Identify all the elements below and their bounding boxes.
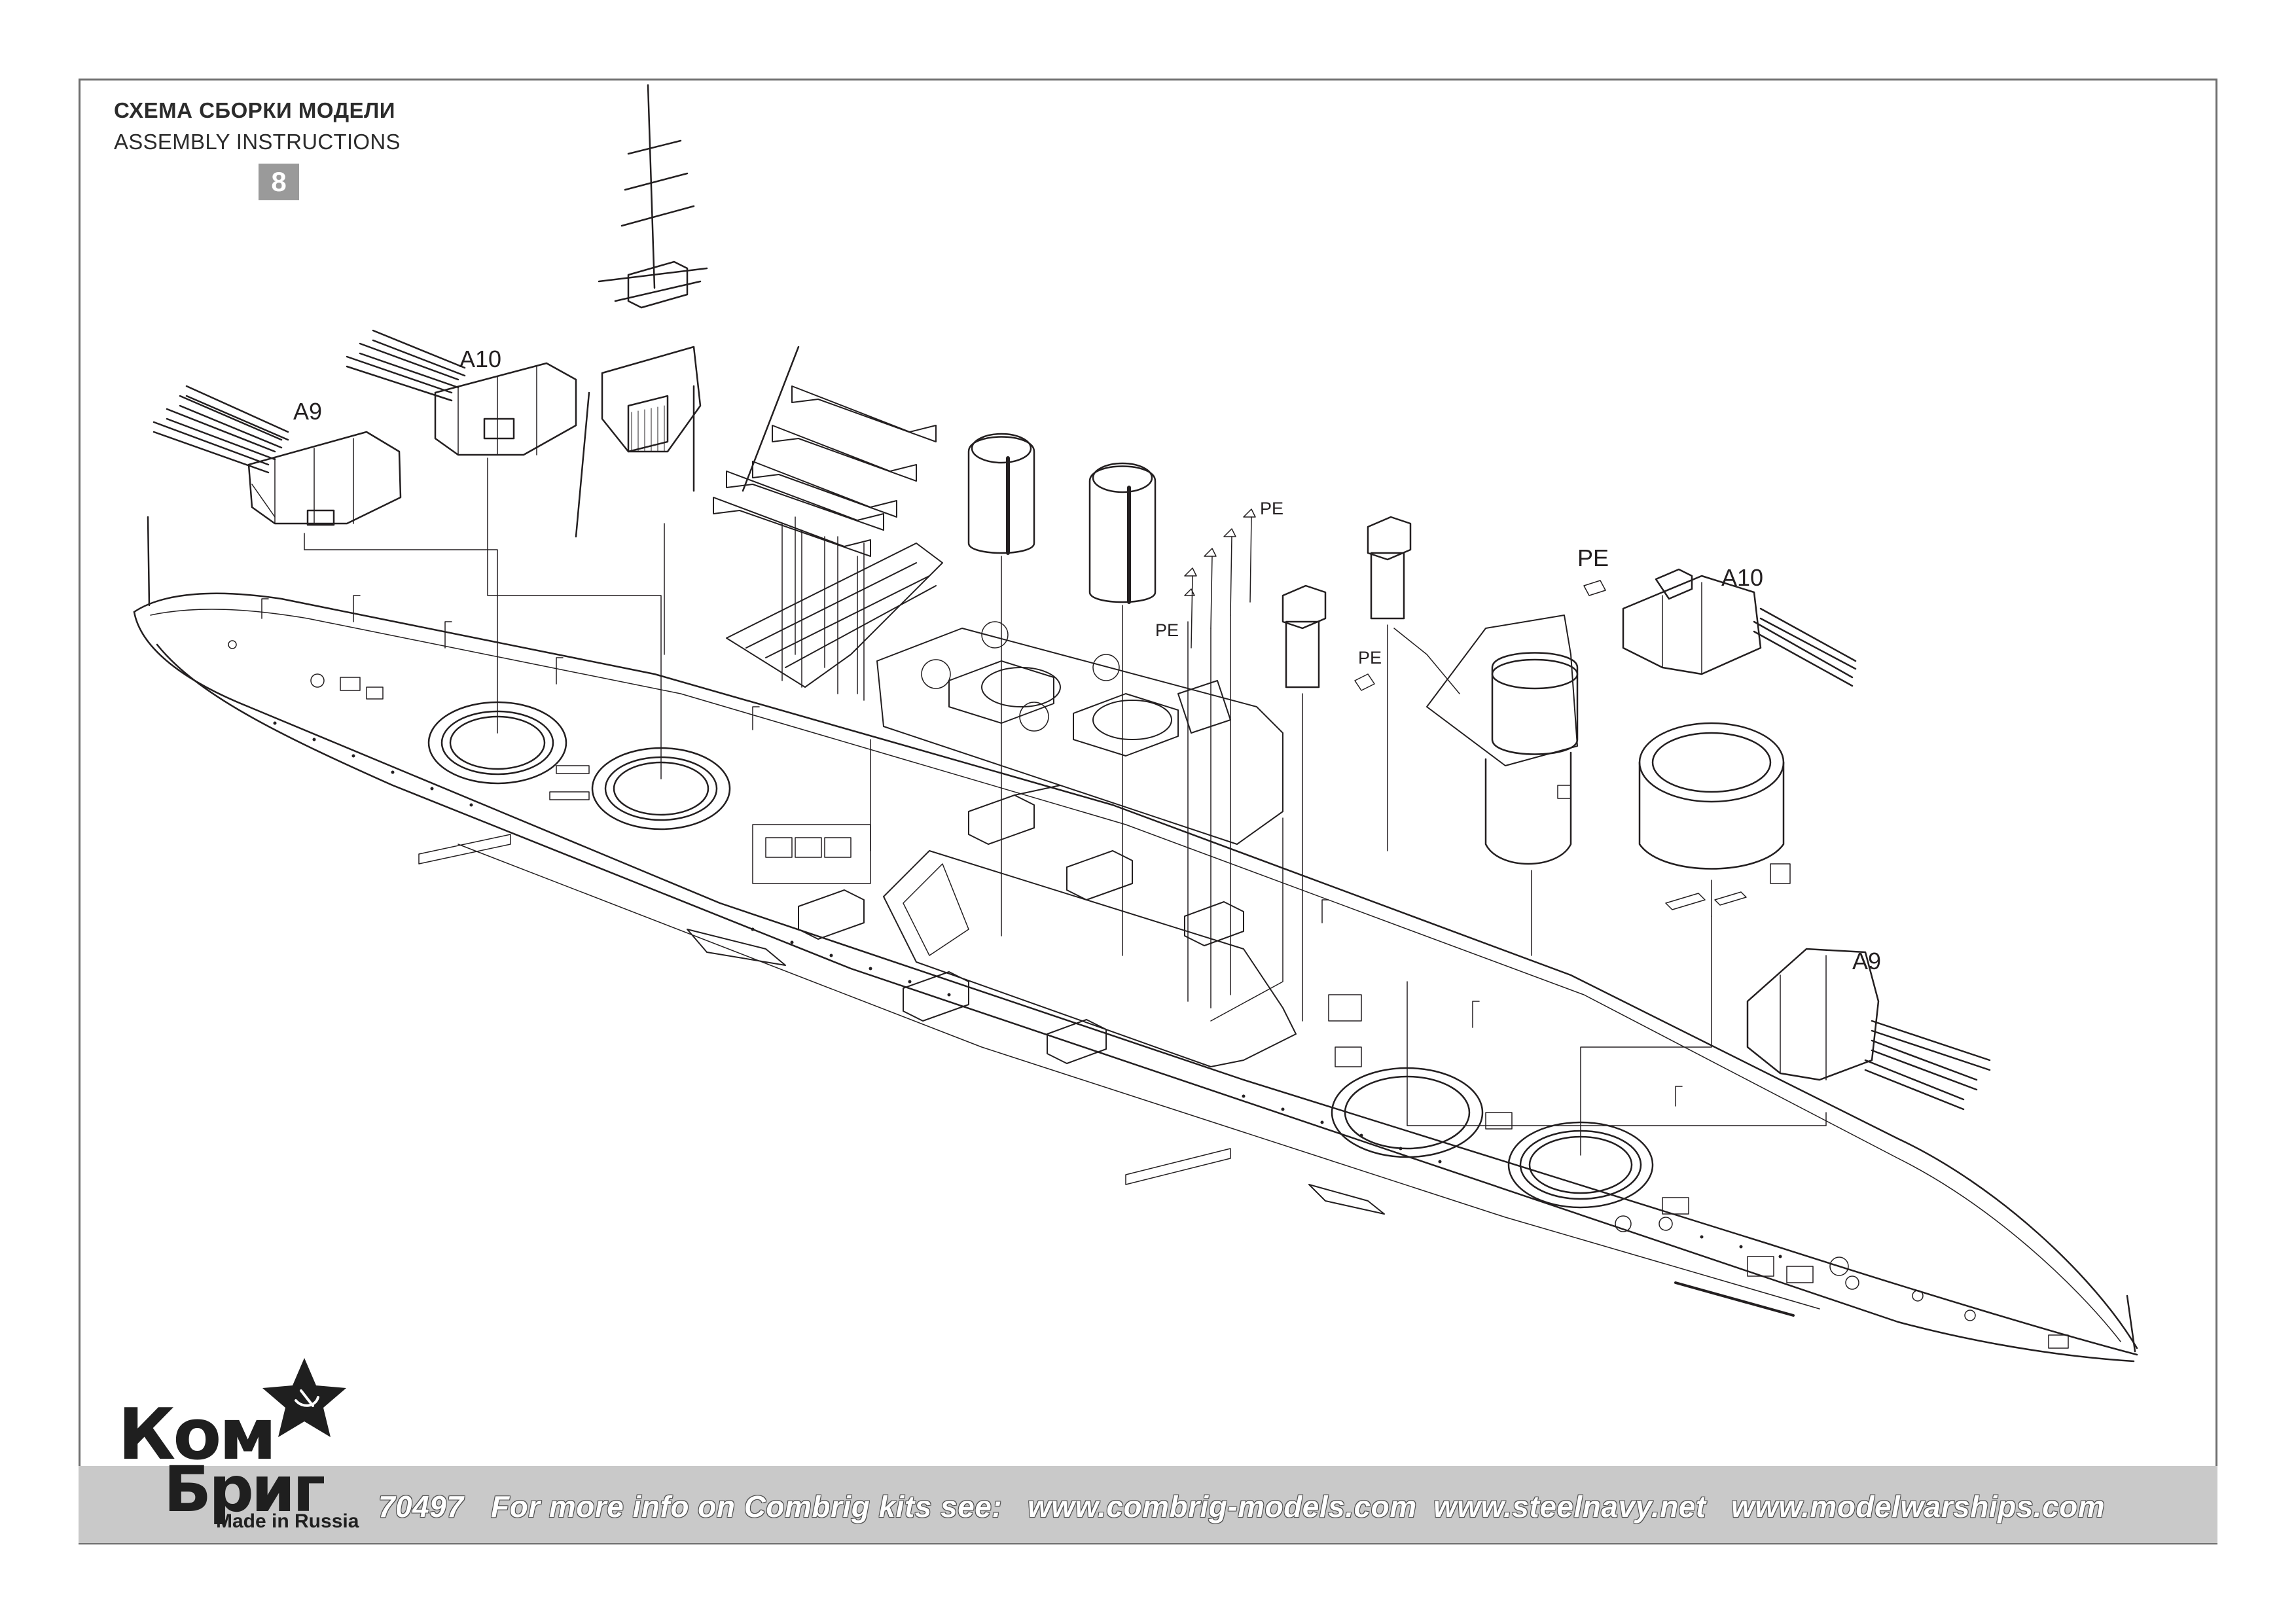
boat-stack bbox=[713, 385, 937, 557]
fore-superstructure bbox=[1426, 615, 1579, 956]
callout-a10-right: A10 bbox=[1721, 564, 1764, 591]
foremast-assembly bbox=[575, 84, 800, 538]
callout-pe-right-small: PE bbox=[1358, 648, 1382, 668]
leader-a9-right-path bbox=[1407, 981, 1827, 1126]
hull-deck-edge bbox=[133, 592, 2138, 1349]
combrig-logo: Ком Бриг Made in Russia bbox=[111, 1361, 359, 1538]
turret-a9-right bbox=[1746, 948, 1991, 1111]
stern-flagstaff bbox=[147, 516, 151, 607]
deck-well-inner bbox=[903, 863, 969, 956]
leader-a10-right-path bbox=[1580, 916, 1712, 1156]
logo-tagline: Made in Russia bbox=[216, 1510, 359, 1532]
callout-pe-top: PE bbox=[1260, 499, 1284, 518]
searchlight-tower-2 bbox=[1367, 516, 1412, 851]
callout-a9-left: A9 bbox=[293, 398, 323, 425]
barbette-ring-exploded bbox=[1638, 722, 1791, 917]
page-frame bbox=[79, 79, 2217, 1544]
deck-secondary-guns bbox=[687, 785, 1385, 1215]
footer-link-steelnavy[interactable]: www.steelnavy.net bbox=[1433, 1489, 1706, 1524]
turret-a9-left bbox=[152, 385, 402, 526]
footer-link-modelwarships[interactable]: www.modelwarships.com bbox=[1731, 1489, 2106, 1524]
callout-a9-right: A9 bbox=[1852, 948, 1882, 974]
footer-band bbox=[79, 1466, 2217, 1543]
portholes bbox=[273, 721, 1782, 1258]
footer-link-combrig[interactable]: www.combrig-models.com bbox=[1028, 1489, 1417, 1524]
footer-catalog-number: 70497 bbox=[378, 1489, 464, 1524]
turret-a10-left bbox=[346, 329, 577, 456]
aft-superstructure bbox=[876, 621, 1283, 845]
callout-pe-right: PE bbox=[1577, 544, 1609, 571]
turret-a10-right bbox=[1622, 568, 1857, 687]
assembly-leader-lines bbox=[795, 516, 1460, 1022]
logo-text-line1: Ком bbox=[118, 1394, 277, 1476]
hull-inner-deck bbox=[150, 609, 2121, 1342]
leader-a10-left-path bbox=[487, 457, 662, 779]
searchlight-tower-1 bbox=[1282, 584, 1327, 1022]
callout-pe-mid: PE bbox=[1155, 620, 1179, 640]
hull-sheer-line bbox=[133, 611, 2138, 1356]
step-number-badge: 8 bbox=[259, 164, 299, 200]
bow-jackstaff bbox=[2126, 1294, 2136, 1353]
callout-a10-left: A10 bbox=[459, 346, 502, 372]
pe-part-right bbox=[1583, 580, 1606, 596]
pe-parts-masts bbox=[1184, 508, 1256, 1008]
title-english: ASSEMBLY INSTRUCTIONS bbox=[114, 130, 401, 154]
funnel-2 bbox=[1088, 462, 1157, 604]
hull-bow-mark bbox=[1674, 1281, 1795, 1317]
funnel-1 bbox=[967, 433, 1035, 555]
title-russian: СХЕМА СБОРКИ МОДЕЛИ bbox=[114, 98, 395, 122]
logo-text-line2: Бриг bbox=[164, 1453, 325, 1526]
hull-waterline bbox=[156, 643, 2135, 1363]
footer-info-text: For more info on Combrig kits see: bbox=[491, 1489, 1003, 1524]
pe-part-small bbox=[1354, 673, 1375, 691]
logo-hammer-sickle-icon bbox=[295, 1389, 319, 1407]
deck-fittings bbox=[228, 595, 2069, 1349]
deck-well-outline bbox=[883, 850, 1297, 1067]
hull-belt-strip bbox=[457, 844, 1820, 1310]
boat-gantry-frame bbox=[726, 543, 943, 688]
leader-a9-left-path bbox=[304, 549, 498, 734]
logo-star-icon bbox=[262, 1358, 346, 1437]
ship-hull bbox=[133, 516, 2138, 1363]
